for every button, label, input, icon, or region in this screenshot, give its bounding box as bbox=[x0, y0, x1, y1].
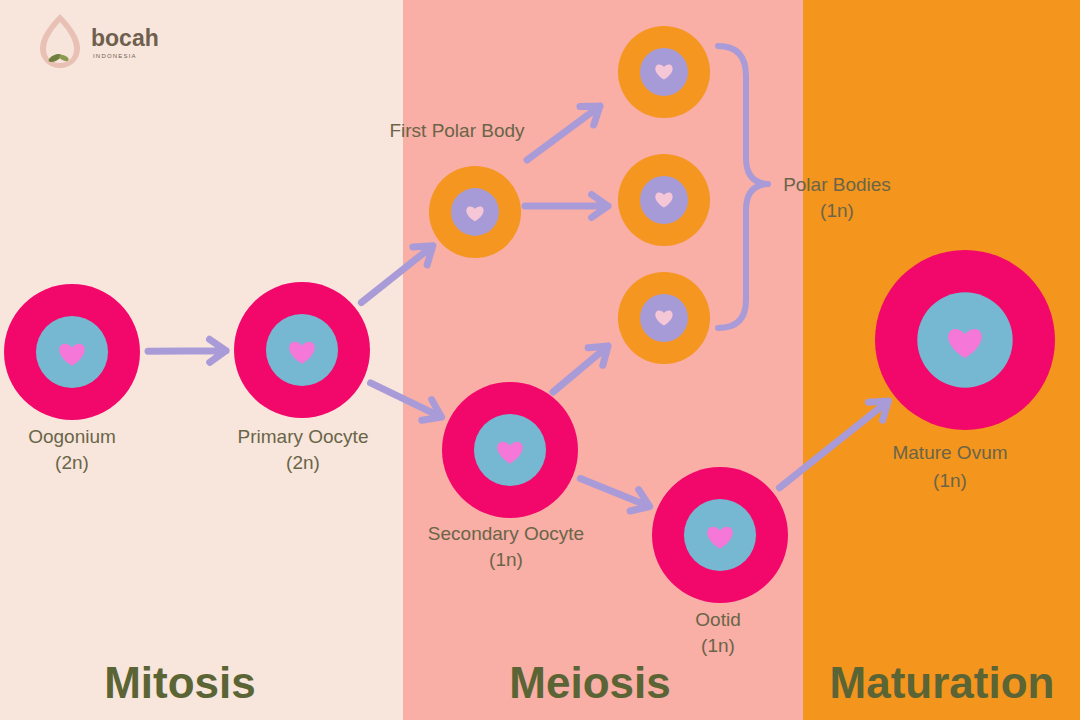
stage-title: Meiosis bbox=[390, 658, 790, 708]
cell-label: Mature Ovum (1n) bbox=[883, 439, 1018, 495]
cell-membrane bbox=[234, 282, 370, 418]
division-arrow bbox=[525, 195, 608, 218]
logo-drop-inner bbox=[46, 22, 74, 63]
cell-shape bbox=[875, 250, 1055, 430]
flow-arrow bbox=[580, 479, 649, 512]
cell-nucleus bbox=[474, 414, 546, 486]
curly-bracket bbox=[718, 46, 768, 328]
cell-nucleus bbox=[451, 188, 499, 236]
polar-body bbox=[618, 272, 710, 364]
polar-body-heart bbox=[655, 193, 672, 208]
cell-shape bbox=[429, 166, 521, 258]
polar-body-nucleus bbox=[640, 176, 688, 224]
polar-body bbox=[618, 26, 710, 118]
stage-title: Maturation bbox=[742, 658, 1080, 708]
cell-membrane bbox=[442, 382, 578, 518]
cell-heart bbox=[497, 442, 522, 464]
cell-label: Secondary Oocyte (1n) bbox=[419, 521, 594, 573]
oocyte-cell: Primary Oocyte (2n) bbox=[234, 282, 370, 418]
cell-label: Ootid (1n) bbox=[686, 607, 751, 659]
polar-body-nucleus bbox=[640, 294, 688, 342]
polar-body-nucleus bbox=[640, 48, 688, 96]
logo-drop bbox=[40, 14, 80, 68]
cell-nucleus bbox=[266, 314, 338, 386]
cell-heart bbox=[466, 206, 483, 221]
logo-icon bbox=[40, 14, 80, 68]
cell-membrane bbox=[875, 250, 1055, 430]
flow-arrow bbox=[148, 339, 226, 362]
stage-band: MaturationMature Ovum (1n) bbox=[803, 0, 1080, 720]
polar-body-heart bbox=[655, 311, 672, 326]
cell-shape bbox=[652, 467, 788, 603]
logo-text: INDONESIA bbox=[93, 52, 137, 60]
polar-body-outer bbox=[618, 26, 710, 118]
cell-label: Primary Oocyte (2n) bbox=[228, 424, 378, 476]
oocyte-cell: Oogonium (2n) bbox=[4, 284, 140, 420]
polar-body-cell: First Polar Body bbox=[429, 166, 521, 258]
stage-title: Mitosis bbox=[0, 658, 380, 708]
stage-band: MeiosisFirst Polar BodySecondary Oocyte … bbox=[403, 0, 803, 720]
cell-label: Oogonium (2n) bbox=[20, 424, 125, 476]
cell-heart bbox=[289, 342, 314, 364]
cell-membrane bbox=[429, 166, 521, 258]
polar-body-heart bbox=[655, 65, 672, 80]
flow-arrow bbox=[371, 383, 442, 420]
cell-nucleus bbox=[36, 316, 108, 388]
cell-nucleus bbox=[684, 499, 756, 571]
cell-shape bbox=[234, 282, 370, 418]
logo-leaf bbox=[47, 52, 62, 63]
cell-nucleus bbox=[917, 292, 1012, 387]
oocyte-cell: Ootid (1n) bbox=[652, 467, 788, 603]
polar-body-outer bbox=[618, 154, 710, 246]
polar-body bbox=[618, 154, 710, 246]
division-arrow bbox=[553, 346, 608, 392]
flow-arrow bbox=[361, 246, 432, 303]
oocyte-cell: Mature Ovum (1n) bbox=[875, 250, 1055, 430]
logo-text: bocah bbox=[91, 26, 159, 51]
stage-band: Mitosis Oogonium (2n) Primary Oocyte (2n) bbox=[0, 0, 403, 720]
cell-heart bbox=[707, 527, 732, 549]
cell-heart bbox=[948, 329, 982, 358]
group-label: Polar Bodies (1n) bbox=[773, 172, 901, 224]
cell-shape bbox=[442, 382, 578, 518]
cell-membrane bbox=[4, 284, 140, 420]
cell-heart bbox=[59, 344, 84, 366]
oocyte-cell: Secondary Oocyte (1n) bbox=[442, 382, 578, 518]
cell-membrane bbox=[652, 467, 788, 603]
polar-body-outer bbox=[618, 272, 710, 364]
flow-arrow bbox=[780, 401, 889, 488]
polar-arrows bbox=[525, 106, 608, 392]
division-arrow bbox=[527, 106, 600, 160]
cell-shape bbox=[4, 284, 140, 420]
logo-leaf bbox=[58, 54, 69, 63]
cell-label: First Polar Body bbox=[357, 118, 557, 144]
